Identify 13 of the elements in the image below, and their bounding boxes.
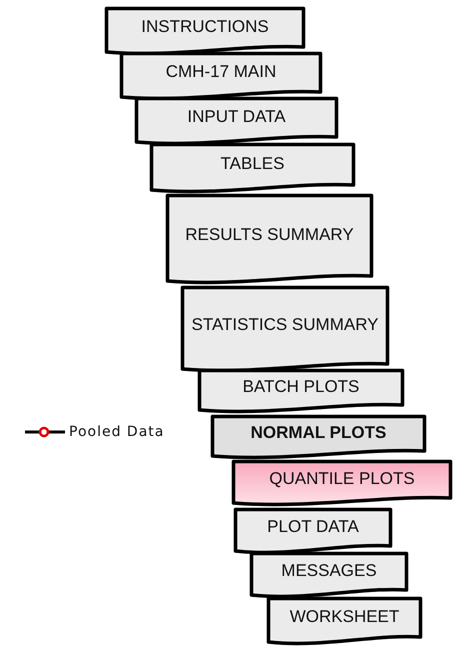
document-label: INSTRUCTIONS (140, 16, 270, 38)
legend-text: Pooled Data (69, 424, 164, 440)
document-label: STATISTICS SUMMARY (190, 314, 380, 336)
document-label: INPUT DATA (186, 106, 287, 128)
document-label: RESULTS SUMMARY (184, 224, 355, 246)
document-label: CMH-17 MAIN (164, 60, 278, 83)
document-label: MESSAGES (280, 560, 378, 582)
document-label: QUANTILE PLOTS (268, 468, 416, 490)
document-label: TABLES (220, 152, 286, 175)
document-label: NORMAL PLOTS (250, 422, 388, 444)
document-label: WORKSHEET (288, 606, 400, 628)
document-label: BATCH PLOTS (242, 376, 360, 398)
document-label: PLOT DATA (266, 516, 360, 538)
